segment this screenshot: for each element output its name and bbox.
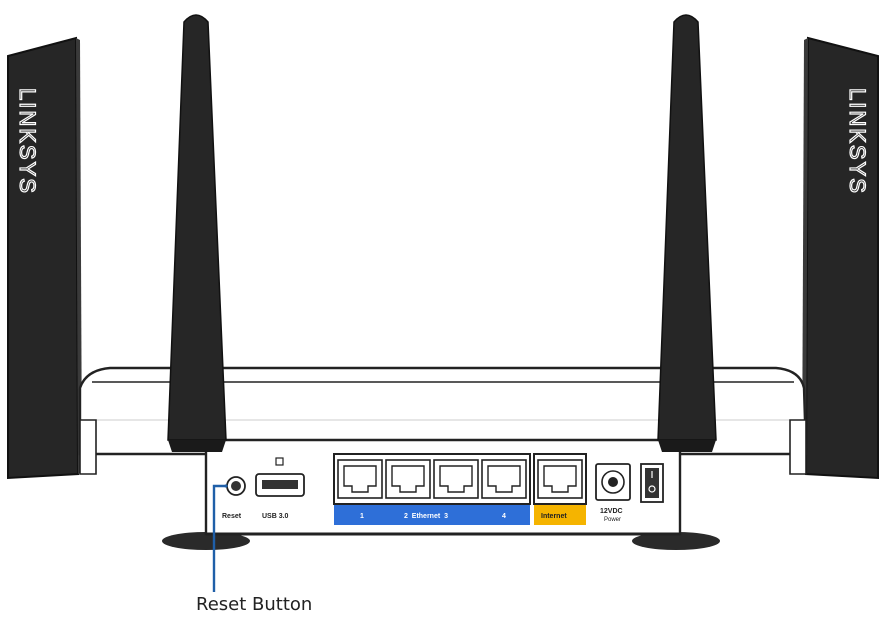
ethernet-port-4: [481, 459, 527, 499]
internet-label-band: [534, 505, 586, 525]
power-switch: [640, 463, 664, 503]
usb-port: [255, 457, 305, 497]
label-strip: Reset USB 3.0 1 2 Ethernet 3 4 Internet …: [222, 505, 623, 525]
power-label-top: 12VDC: [600, 508, 623, 515]
ethernet-label-band: [334, 505, 530, 525]
ethernet-port-2: [385, 459, 431, 499]
reset-button-callout: Reset Button: [196, 594, 313, 615]
ethernet-label-middle: 2 Ethernet 3: [404, 513, 448, 520]
reset-callout-line: [212, 484, 228, 592]
left-side-panel: LINKSYS: [7, 36, 82, 480]
antenna-left: [167, 14, 227, 452]
reset-label: Reset: [222, 513, 242, 520]
brand-logo-right: LINKSYS: [845, 88, 870, 195]
router-feet: [162, 532, 720, 550]
ethernet-ports: [333, 453, 531, 505]
internet-label: Internet: [541, 513, 567, 520]
power-jack: [595, 463, 631, 501]
ethernet-label-1: 1: [360, 513, 364, 520]
brand-logo-left: LINKSYS: [15, 88, 40, 195]
antenna-right: [657, 14, 717, 452]
right-side-panel: LINKSYS: [802, 36, 879, 480]
internet-port: [533, 453, 587, 505]
usb-label: USB 3.0: [262, 513, 289, 520]
power-label-bottom: Power: [604, 517, 621, 523]
reset-button: [226, 476, 246, 496]
ethernet-port-3: [433, 459, 479, 499]
ethernet-label-4: 4: [502, 513, 506, 520]
ethernet-port-1: [337, 459, 383, 499]
